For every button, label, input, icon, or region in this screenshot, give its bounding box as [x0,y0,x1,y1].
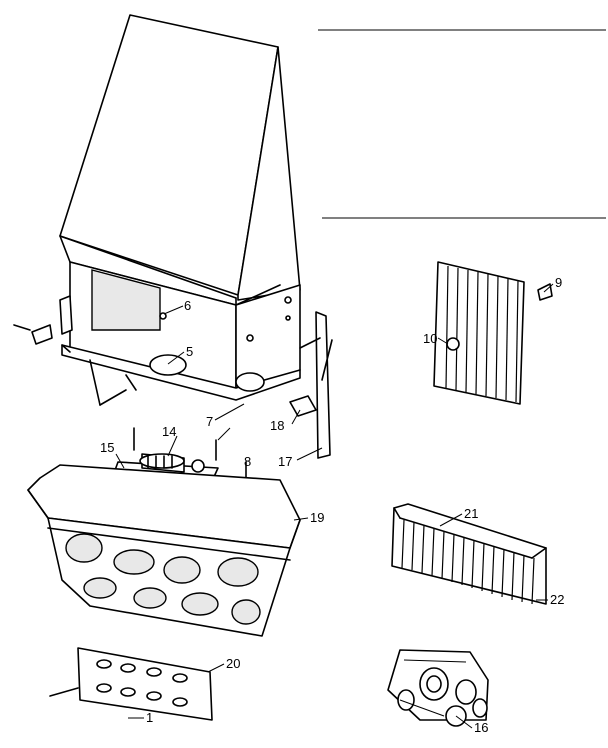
callout-7: 7 [206,414,213,429]
callout-18: 18 [270,418,284,433]
grate [49,647,213,721]
callout-21: 21 [464,506,478,521]
brick-liner [391,503,547,605]
side-bracket [299,311,333,459]
callout-6: 6 [184,298,191,313]
callout-16: 16 [474,720,488,735]
title-box [318,29,606,219]
callout-22: 22 [550,592,564,607]
fireplace-hood [59,14,301,306]
callout-17: 17 [278,454,292,469]
callout-5: 5 [186,344,193,359]
callout-19: 19 [310,510,324,525]
callout-1: 1 [146,710,153,725]
left-clip [13,324,53,345]
brick-back-panel [433,261,553,405]
bracket-18 [289,395,317,417]
leader-lines [115,283,554,729]
callout-15: 15 [100,440,114,455]
callout-14: 14 [162,424,176,439]
callout-8: 8 [244,454,251,469]
callout-20: 20 [226,656,240,671]
callout-9: 9 [555,275,562,290]
stone-base [27,464,301,637]
callout-10: 10 [423,331,437,346]
firebox [59,261,301,406]
log-set [387,649,489,727]
